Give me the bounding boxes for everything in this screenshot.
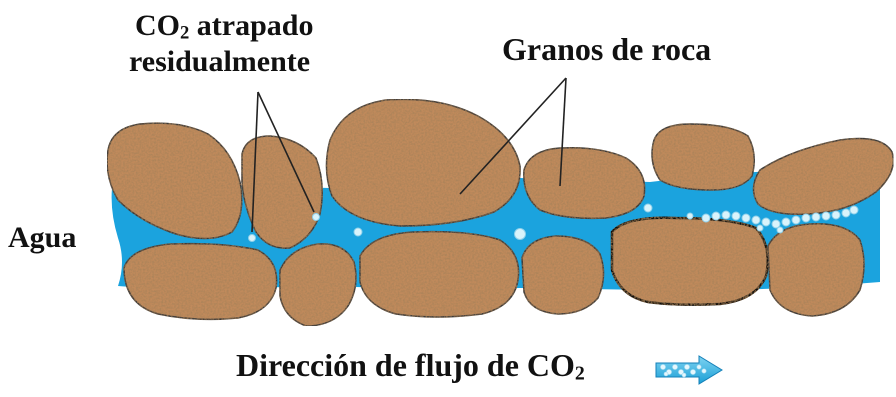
co2-bubble [771,219,781,229]
rock-grain [752,137,894,216]
co2-bubble [731,211,741,221]
co2-bubble [791,215,801,225]
co2-bubble [776,226,784,234]
rock-grain [106,122,243,240]
co2-bubble [849,205,859,215]
leader-lines [251,77,567,233]
rock-grain [651,123,755,191]
co2-bubble [761,217,771,227]
rock-grains-label: Granos de roca [502,31,712,67]
co2-bubble [841,208,851,218]
flow-direction-arrow-icon [655,355,723,385]
rock-grain [767,223,865,317]
co2-bubble [643,203,653,213]
co2-bubble [751,215,761,225]
leader-line-grain-left [459,77,567,195]
co2-bubble [831,210,841,220]
co2-bubble [811,212,821,222]
co2-bubble [248,234,256,242]
co2-bubble [686,212,694,220]
co2-bubble [353,227,363,237]
rock-grain [521,235,605,315]
co2-bubble [721,210,731,220]
co2-trapped-label: CO2 atrapado residualmente [129,8,395,80]
co2-trapped-line1: CO2 atrapado [135,9,314,44]
leader-line-co2-left [251,91,259,233]
rock-grain [325,98,521,227]
co2-bubble [312,213,320,221]
rock-grain [123,242,278,321]
co2-bubble [821,211,831,221]
rock-grain [610,216,769,306]
rock-grain [279,243,357,327]
co2-bubbles [248,203,859,242]
rock-grain [241,135,323,249]
rock-grains [106,98,894,327]
co2-bubble [701,213,711,223]
rock-grain [523,146,646,220]
flow-direction-label: Dirección de flujo de CO2 [236,347,585,385]
co2-trapped-line2: residualmente [129,45,311,78]
water-label: Agua [8,221,77,254]
co2-bubble [514,228,526,240]
co2-bubble [711,211,721,221]
leader-line-co2-right [257,91,315,213]
co2-bubble [801,213,811,223]
co2-bubble [781,217,791,227]
co2-bubble [756,224,764,232]
leader-line-grain-right [559,77,567,187]
rock-grain [359,230,520,318]
co2-bubble [741,213,751,223]
